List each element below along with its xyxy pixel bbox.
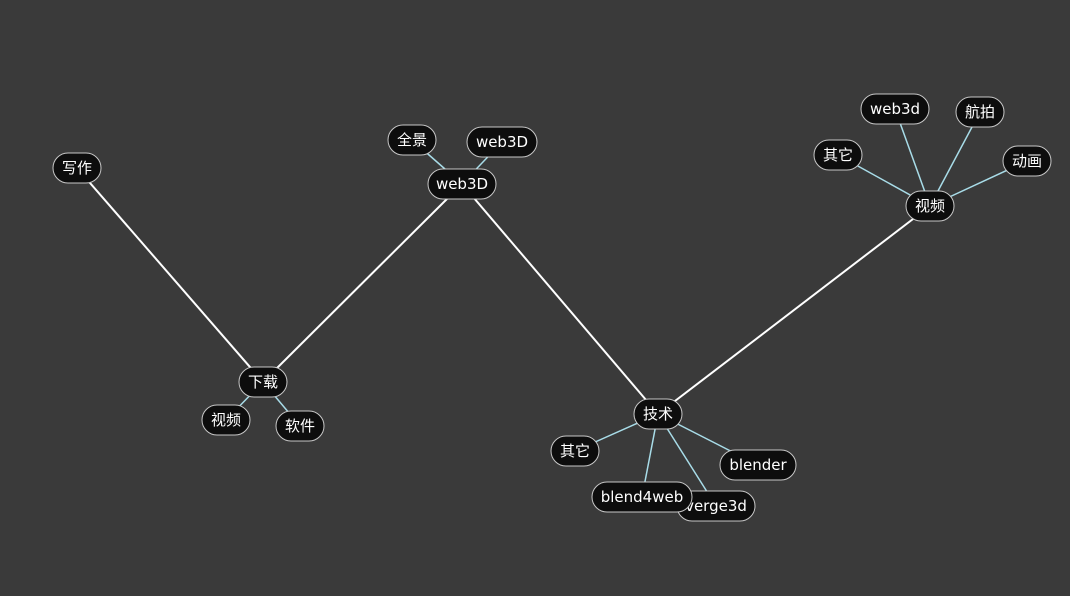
node-label: 动画	[1012, 152, 1042, 170]
node-donghua[interactable]: 动画	[1002, 145, 1052, 177]
node-xiazai[interactable]: 下载	[238, 366, 288, 398]
node-ruanjian[interactable]: 软件	[275, 410, 325, 442]
node-pill	[719, 449, 797, 481]
node-pill	[633, 398, 683, 430]
node-xiezuo[interactable]: 写作	[52, 152, 102, 184]
edge-shipin2-hangpai	[929, 111, 981, 207]
node-web3D_hub[interactable]: web3D	[427, 168, 497, 200]
node-pill	[427, 168, 497, 200]
node-blend4web[interactable]: blend4web	[591, 481, 693, 513]
node-pill	[275, 410, 325, 442]
edge-jishu-shipin2	[657, 205, 931, 415]
node-shipin2[interactable]: 视频	[905, 190, 955, 222]
node-label: 软件	[285, 417, 315, 435]
node-label: 写作	[62, 159, 92, 177]
node-pill	[955, 96, 1005, 128]
node-label: 航拍	[965, 103, 995, 121]
node-label: 下载	[248, 373, 278, 391]
edge-xiezuo-xiazai	[76, 167, 264, 383]
node-qita2[interactable]: 其它	[813, 139, 863, 171]
edge-xiazai-web3D_hub	[262, 183, 463, 383]
node-hangpai[interactable]: 航拍	[955, 96, 1005, 128]
node-label: 视频	[915, 197, 945, 215]
node-pill	[1002, 145, 1052, 177]
node-label: 技术	[643, 405, 673, 423]
node-label: blender	[729, 456, 787, 474]
node-label: 全景	[397, 131, 427, 149]
node-label: web3D	[436, 175, 488, 193]
node-pill	[860, 93, 930, 125]
node-label: verge3d	[685, 497, 747, 515]
node-label: web3D	[476, 133, 528, 151]
node-qita1[interactable]: 其它	[550, 435, 600, 467]
node-pill	[905, 190, 955, 222]
node-label: 视频	[211, 411, 241, 429]
node-shipin1[interactable]: 视频	[201, 404, 251, 436]
edge-web3D_hub-jishu	[461, 183, 659, 415]
node-blender[interactable]: blender	[719, 449, 797, 481]
node-web3D_leaf[interactable]: web3D	[466, 126, 538, 158]
node-pill	[201, 404, 251, 436]
node-pill	[52, 152, 102, 184]
node-quanjing[interactable]: 全景	[387, 124, 437, 156]
node-verge3d[interactable]: verge3d	[676, 490, 756, 522]
node-pill	[238, 366, 288, 398]
node-jishu[interactable]: 技术	[633, 398, 683, 430]
edge-shipin2-web3d	[894, 108, 931, 207]
node-label: web3d	[870, 100, 920, 118]
node-label: 其它	[560, 442, 590, 460]
node-pill	[466, 126, 538, 158]
node-web3d[interactable]: web3d	[860, 93, 930, 125]
node-pill	[813, 139, 863, 171]
node-label: 其它	[823, 146, 853, 164]
node-pill	[591, 481, 693, 513]
node-pill	[387, 124, 437, 156]
node-label: blend4web	[601, 488, 684, 506]
node-pill	[550, 435, 600, 467]
